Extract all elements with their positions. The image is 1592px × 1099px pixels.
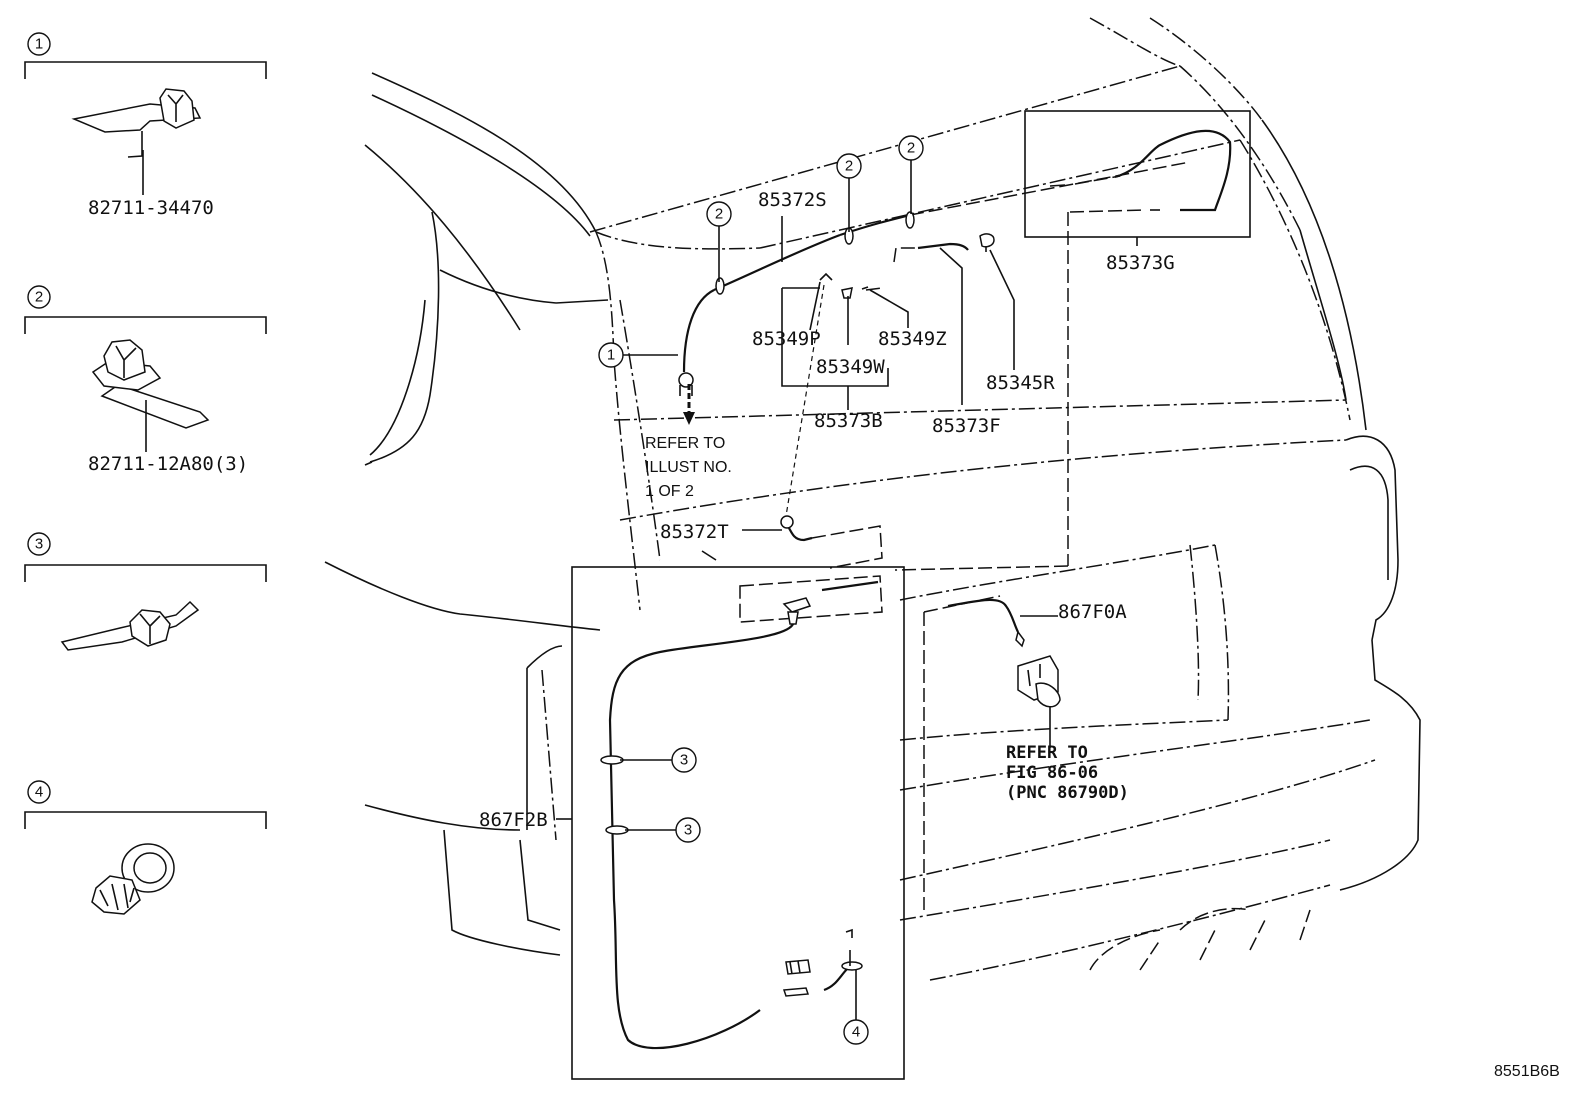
hose-867F0A [923, 595, 1058, 910]
clip-3-marker-a [600, 755, 624, 765]
clip-2-marker-a [715, 277, 725, 295]
grommet-4-marker [841, 961, 863, 971]
legend-ref-circle-2 [27, 285, 51, 309]
legend-part-2: 82711-12A80(3) [88, 453, 248, 475]
diagram-code: 8551B6B [1494, 1063, 1560, 1080]
clip-2-icon [91, 339, 210, 429]
license-lamp-icon [1017, 655, 1061, 748]
legend-item-3: 3 [24, 532, 267, 651]
callout-1: 1 [598, 342, 624, 368]
callout-4: 4 [843, 1019, 869, 1045]
legend-part-1: 82711-34470 [88, 197, 214, 219]
legend-item-2: 2 82711-12A80(3) [24, 285, 267, 475]
vehicle-body-outline [324, 17, 1421, 981]
legend-ref-1: 1 [35, 36, 43, 53]
refer-left-line-1: REFER TO [645, 435, 725, 452]
group-85373B-bracket [781, 288, 889, 387]
callout-2b-text: 2 [845, 158, 853, 175]
callout-2c-text: 2 [907, 140, 915, 157]
part-label-85349Z: 85349Z [878, 328, 947, 350]
part-label-85349W: 85349W [816, 356, 885, 378]
part-label-85349P: 85349P [752, 328, 821, 350]
part-label-85345R: 85345R [986, 372, 1055, 394]
clip-1-icon [71, 88, 202, 158]
hose-85372T [701, 515, 883, 569]
refer-right-line-2: FIG 86-06 [1006, 763, 1098, 783]
clip-1-marker [678, 372, 694, 388]
refer-left-line-3: 1 OF 2 [645, 483, 694, 500]
part-label-85372S: 85372S [758, 189, 827, 211]
callout-3a-text: 3 [680, 752, 688, 769]
clip-2-marker-c [905, 211, 915, 229]
callout-4-text: 4 [852, 1024, 860, 1041]
legend-bracket-1 [24, 61, 267, 79]
legend-bracket-3 [24, 564, 267, 582]
refer-right-line-1: REFER TO [1006, 743, 1088, 763]
part-label-85373G: 85373G [1106, 252, 1175, 274]
nozzle-85345R-icon [979, 233, 995, 248]
clip-3-marker-b [605, 825, 629, 835]
callout-3a: 3 [671, 747, 697, 773]
refer-arrow [683, 384, 695, 425]
callout-1-text: 1 [607, 347, 615, 364]
callout-2b: 2 [836, 153, 862, 179]
hose-85373G-box [1024, 110, 1251, 238]
nozzle-hoses [819, 233, 995, 299]
grommet-4-icon [91, 843, 175, 915]
callout-2a: 2 [706, 201, 732, 227]
legend-item-1: 1 82711-34470 [24, 32, 267, 219]
legend-ref-4: 4 [35, 784, 43, 801]
legend-ref-circle-3 [27, 532, 51, 556]
callout-2a-text: 2 [715, 206, 723, 223]
clip-3-icon [60, 600, 200, 651]
part-label-867F2B: 867F2B [479, 809, 548, 831]
callout-3b: 3 [675, 817, 701, 843]
part-label-85372T: 85372T [660, 521, 729, 543]
legend-ref-circle-1 [27, 32, 51, 56]
legend-item-4: 4 [24, 780, 267, 915]
part-label-85373B: 85373B [814, 410, 883, 432]
legend-ref-3: 3 [35, 536, 43, 553]
callout-3b-text: 3 [684, 822, 692, 839]
harness-main [678, 161, 1191, 396]
refer-right-line-3: (PNC 86790D) [1006, 783, 1129, 803]
part-label-867F0A: 867F0A [1058, 601, 1127, 623]
refer-left-line-2: ILLUST NO. [645, 459, 732, 476]
part-label-85373F: 85373F [932, 415, 1001, 437]
legend-ref-circle-4 [27, 780, 51, 804]
legend-ref-2: 2 [35, 289, 43, 306]
legend-bracket-2 [24, 316, 267, 334]
legend-bracket-4 [24, 811, 267, 829]
callout-2c: 2 [898, 135, 924, 161]
harness-867F2B-box [571, 566, 905, 1080]
